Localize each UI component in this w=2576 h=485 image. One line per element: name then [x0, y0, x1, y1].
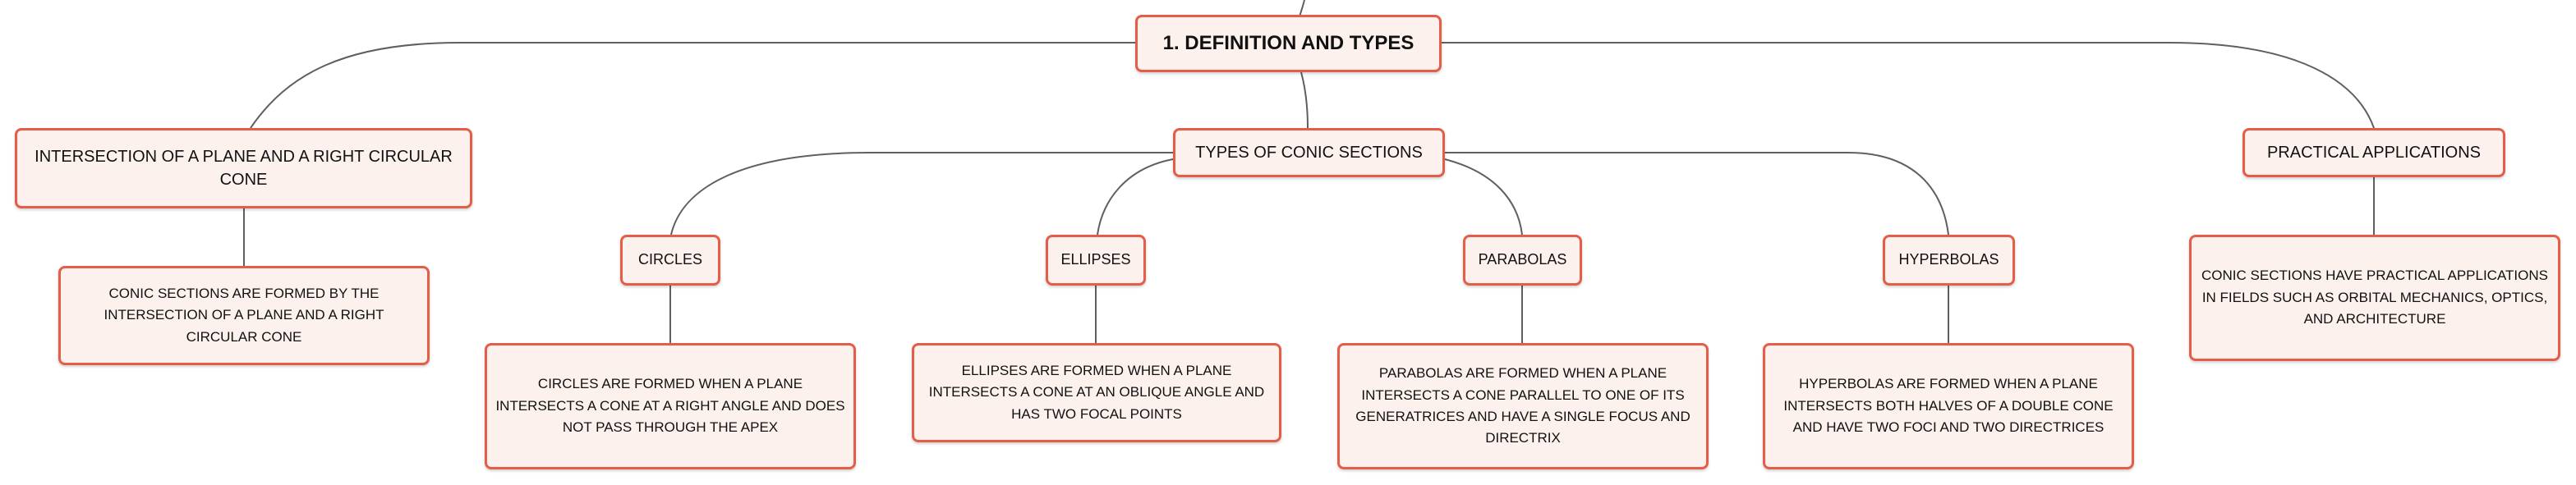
- topic-types-of-conic-sections[interactable]: TYPES OF CONIC SECTIONS: [1173, 128, 1445, 177]
- topic-types-label: TYPES OF CONIC SECTIONS: [1195, 144, 1423, 162]
- topic-intersection-label: INTERSECTION OF A PLANE AND A RIGHT CIRC…: [34, 148, 453, 189]
- subtopic-parabolas[interactable]: PARABOLAS: [1463, 235, 1582, 286]
- connector-types-to-circles: [670, 152, 1173, 236]
- connector-types-to-parabolas: [1444, 158, 1523, 236]
- subtopic-circles[interactable]: CIRCLES: [620, 235, 720, 286]
- subtopic-ellipses[interactable]: ELLIPSES: [1046, 235, 1146, 286]
- connector-types-to-hyperbolas: [1445, 152, 1949, 236]
- detail-parabolas-text: PARABOLAS ARE FORMED WHEN A PLANE INTERS…: [1355, 365, 1690, 446]
- topic-practical-applications[interactable]: PRACTICAL APPLICATIONS: [2242, 128, 2505, 177]
- topic-intersection[interactable]: INTERSECTION OF A PLANE AND A RIGHT CIRC…: [15, 128, 472, 208]
- connector-root-to-applications: [1442, 42, 2375, 129]
- root-topic[interactable]: 1. DEFINITION AND TYPES: [1135, 15, 1442, 72]
- subtopic-ellipses-label: ELLIPSES: [1060, 251, 1131, 268]
- detail-intersection[interactable]: CONIC SECTIONS ARE FORMED BY THE INTERSE…: [58, 266, 430, 365]
- subtopic-circles-label: CIRCLES: [637, 251, 703, 268]
- detail-hyperbolas[interactable]: HYPERBOLAS ARE FORMED WHEN A PLANE INTER…: [1763, 343, 2134, 469]
- detail-hyperbolas-text: HYPERBOLAS ARE FORMED WHEN A PLANE INTER…: [1783, 376, 2114, 436]
- subtopic-hyperbolas[interactable]: HYPERBOLAS: [1883, 235, 2015, 286]
- detail-circles[interactable]: CIRCLES ARE FORMED WHEN A PLANE INTERSEC…: [485, 343, 856, 469]
- connector-root-to-intersection: [250, 42, 1135, 129]
- detail-circles-text: CIRCLES ARE FORMED WHEN A PLANE INTERSEC…: [495, 376, 845, 436]
- connector-parent-to-root: [1299, 0, 1305, 17]
- detail-applications[interactable]: CONIC SECTIONS HAVE PRACTICAL APPLICATIO…: [2189, 235, 2560, 361]
- detail-applications-text: CONIC SECTIONS HAVE PRACTICAL APPLICATIO…: [2201, 268, 2548, 327]
- connector-types-to-ellipses: [1097, 158, 1174, 236]
- topic-applications-label: PRACTICAL APPLICATIONS: [2266, 144, 2482, 162]
- subtopic-hyperbolas-label: HYPERBOLAS: [1898, 251, 1999, 268]
- root-topic-label: 1. DEFINITION AND TYPES: [1162, 32, 1414, 55]
- subtopic-parabolas-label: PARABOLAS: [1478, 251, 1567, 268]
- detail-ellipses[interactable]: ELLIPSES ARE FORMED WHEN A PLANE INTERSE…: [912, 343, 1281, 442]
- detail-intersection-text: CONIC SECTIONS ARE FORMED BY THE INTERSE…: [104, 285, 384, 345]
- detail-parabolas[interactable]: PARABOLAS ARE FORMED WHEN A PLANE INTERS…: [1337, 343, 1709, 469]
- detail-ellipses-text: ELLIPSES ARE FORMED WHEN A PLANE INTERSE…: [928, 362, 1265, 422]
- connector-root-to-types: [1300, 71, 1309, 129]
